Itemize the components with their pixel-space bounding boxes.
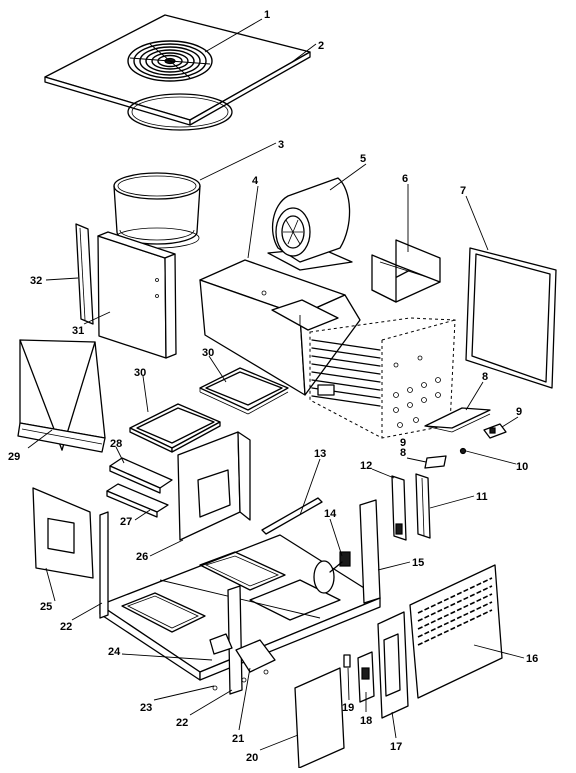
- callout-25: 25: [40, 601, 52, 613]
- callout-21: 21: [232, 733, 244, 745]
- part-base-chassis: [99, 499, 381, 695]
- part-filter-upper: [199, 367, 289, 415]
- callout-11: 11: [476, 491, 488, 503]
- callout-22-bottom: 22: [176, 717, 188, 729]
- callout-15: 15: [412, 557, 424, 569]
- part-side-panel: [465, 247, 557, 389]
- callout-26: 26: [136, 551, 148, 563]
- leader-lines: [27, 18, 525, 751]
- callout-17: 17: [390, 741, 402, 753]
- callout-22-left: 22: [60, 621, 72, 633]
- callout-31: 31: [72, 325, 84, 337]
- part-blower: [267, 177, 353, 271]
- callout-13: 13: [314, 448, 326, 460]
- callout-32: 32: [30, 275, 42, 287]
- callout-2: 2: [318, 40, 324, 52]
- part-orifice-ring: [113, 172, 201, 249]
- callout-1: 1: [264, 9, 270, 21]
- part-control-strip: [391, 475, 407, 541]
- part-clip-lower: [424, 455, 447, 469]
- callout-28: 28: [110, 438, 122, 450]
- part-left-access-panel: [32, 487, 94, 579]
- callout-8-upper: 8: [482, 371, 488, 383]
- callout-7: 7: [460, 185, 466, 197]
- part-top-cover: [44, 14, 311, 131]
- part-blower-deck: [199, 259, 361, 396]
- callout-4: 4: [252, 175, 259, 187]
- callout-9-upper: 9: [516, 406, 522, 418]
- callout-19: 19: [342, 702, 354, 714]
- callout-24: 24: [108, 646, 121, 658]
- part-access-door: [294, 667, 345, 769]
- callout-14: 14: [324, 508, 337, 520]
- part-screw: [459, 447, 467, 455]
- callout-18: 18: [360, 715, 372, 727]
- callout-29: 29: [8, 451, 20, 463]
- callout-9-lower: 9: [400, 437, 406, 449]
- part-partition-panel: [97, 231, 177, 359]
- callout-23: 23: [140, 702, 152, 714]
- part-support-rail-27: [106, 483, 169, 518]
- part-terminal: [343, 654, 351, 668]
- part-narrow-bracket: [75, 223, 94, 325]
- part-clip-upper: [483, 423, 507, 439]
- callout-30-lower: 30: [134, 367, 146, 379]
- part-filter-frame: [17, 339, 106, 453]
- callout-3: 3: [278, 139, 284, 151]
- part-filter-lower: [129, 403, 221, 453]
- part-drain-pan-bracket: [424, 407, 491, 433]
- part-back-panel: [177, 431, 251, 541]
- part-coil-baffle: [371, 239, 441, 303]
- part-support-rail-28: [109, 457, 173, 494]
- part-vertical-post: [415, 473, 431, 539]
- callout-20: 20: [246, 752, 258, 764]
- callout-6: 6: [402, 173, 408, 185]
- callout-12: 12: [360, 460, 372, 472]
- callout-16: 16: [526, 653, 538, 665]
- part-louvered-panel: [409, 564, 503, 699]
- callout-5: 5: [360, 153, 366, 165]
- callout-labels: 1 2 3 4 5 6 7 8 8 9 9 10 11 12 13 14 15 …: [8, 9, 538, 764]
- callout-10: 10: [516, 461, 528, 473]
- part-evaporator-coil: [309, 317, 456, 439]
- part-switch-box: [357, 651, 375, 703]
- callout-27: 27: [120, 516, 132, 528]
- callout-30-upper: 30: [202, 347, 214, 359]
- part-control-panel: [377, 611, 409, 719]
- part-motor: [313, 551, 351, 594]
- callout-8-lower: 8: [400, 447, 406, 459]
- part-fan-guard: [127, 40, 213, 82]
- part-top-rail: [261, 497, 323, 535]
